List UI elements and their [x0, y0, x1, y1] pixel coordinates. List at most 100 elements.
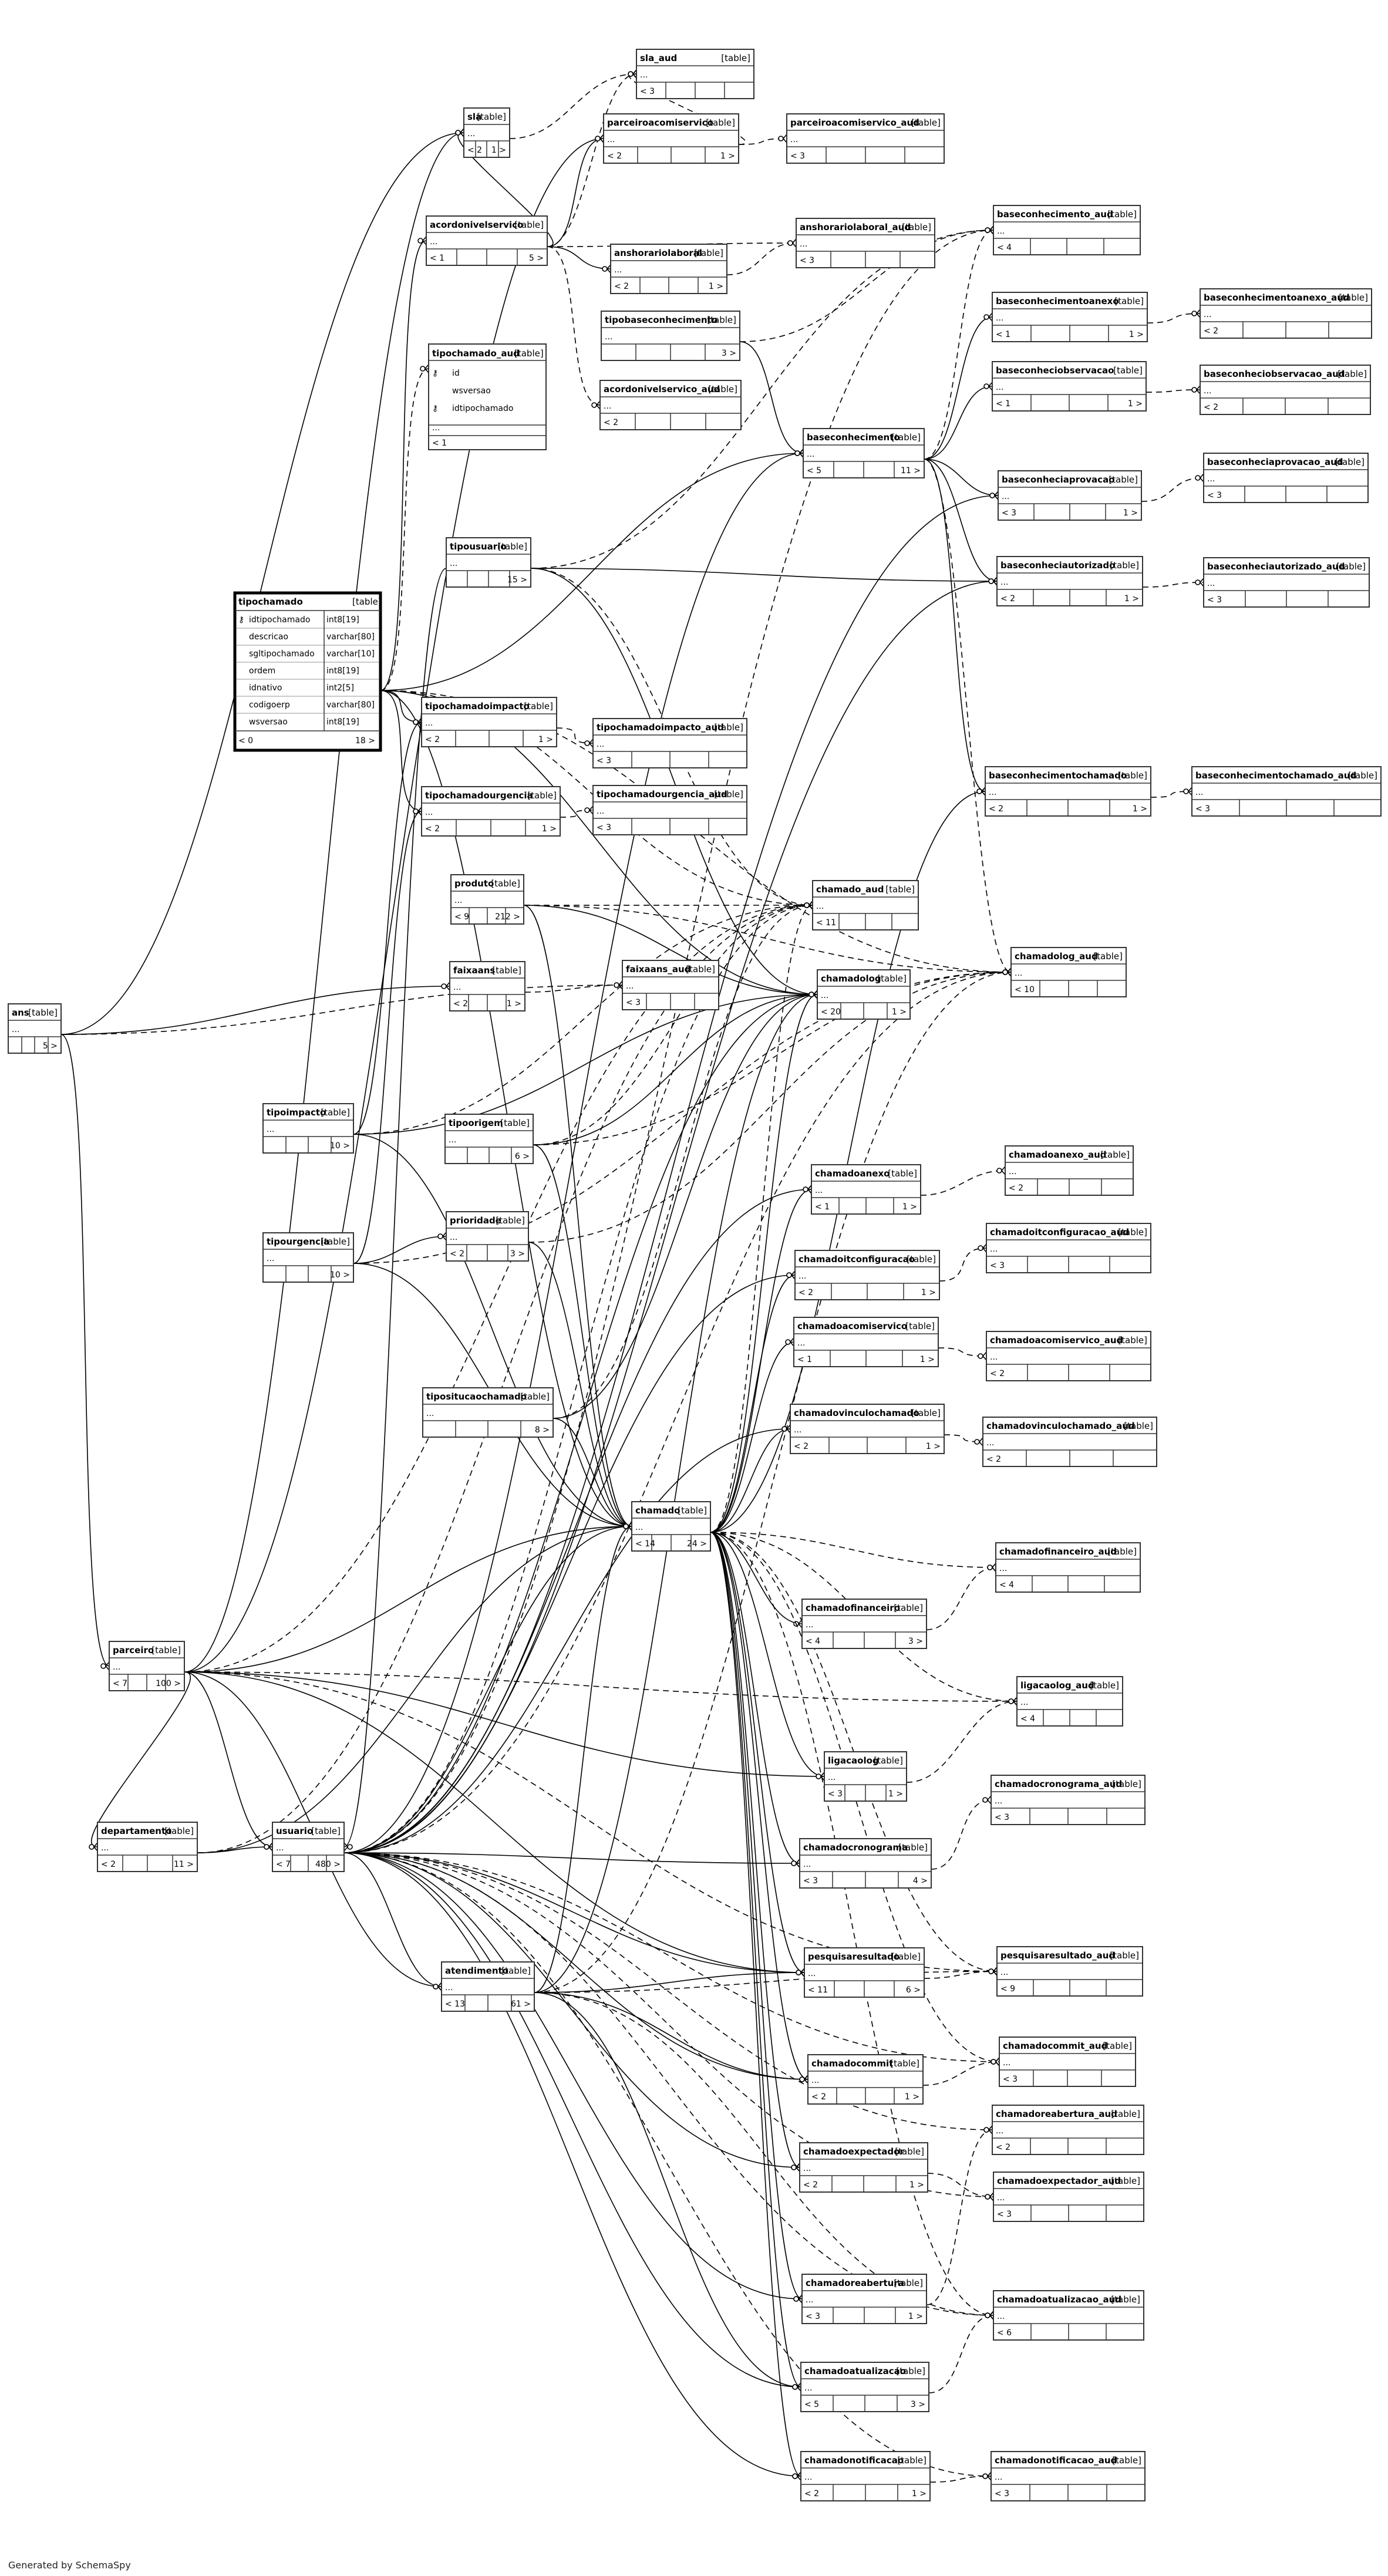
- table-ellipsis: ...: [990, 1353, 998, 1362]
- table-tipochamado_aud[interactable]: tipochamado_aud [table] ⚷idwsversao⚷idti…: [428, 343, 547, 450]
- table-baseconhecimentoanexo_aud[interactable]: baseconhecimentoanexo_aud[table]...< 2: [1200, 288, 1372, 339]
- parent-count: < 2: [794, 1442, 808, 1451]
- edge-tipositucaochamado-to-chamado_aud: [552, 905, 813, 1419]
- table-name: chamadocommit_aud: [1003, 2041, 1107, 2051]
- table-tipositucaochamado[interactable]: tipositucaochamado[table]...8 >: [422, 1387, 554, 1438]
- table-tipochamadourgencia_aud[interactable]: tipochamadourgencia_aud[table]...< 3: [592, 785, 747, 835]
- table-baseconhecimentochamado_aud[interactable]: baseconhecimentochamado_aud[table]...< 3: [1191, 766, 1382, 817]
- table-pesquisaresultado_aud[interactable]: pesquisaresultado_aud[table]...< 9: [996, 1946, 1143, 1997]
- table-tipoimpacto[interactable]: tipoimpacto[table]...10 >: [262, 1103, 354, 1154]
- table-type: [table]: [1107, 1546, 1137, 1557]
- table-anshorariolaboral_aud[interactable]: anshorariolaboral_aud[table]...< 3: [796, 218, 935, 268]
- edge-chamadoreabertura-to-chamadoreabertura_aud: [926, 2129, 993, 2305]
- table-ellipsis: ...: [626, 982, 634, 991]
- edge-atendimento-to-chamadoatualizacao: [534, 1992, 801, 2388]
- column-name: id: [452, 369, 460, 378]
- edge-acordonivelservico-to-parceiroacorniservico: [547, 138, 604, 247]
- edge-chamado-to-chamadovinculochamado: [710, 1428, 791, 1533]
- table-tipobaseconhecimento[interactable]: tipobaseconhecimento[table]...3 >: [601, 311, 740, 361]
- parent-count: < 2: [803, 2180, 818, 2190]
- table-ellipsis: ...: [821, 991, 828, 1000]
- table-chamadolog_aud[interactable]: chamadolog_aud[table]...< 10: [1010, 947, 1127, 997]
- table-acordonivelservico_aud[interactable]: acordonivelservico_aud[table]...< 2: [599, 380, 742, 430]
- table-ellipsis: ...: [425, 719, 433, 728]
- table-baseconhecautorizado_aud[interactable]: baseconheciautorizado_aud[table]...< 3: [1203, 557, 1370, 608]
- table-tipourgencia[interactable]: tipourgencia[table]...10 >: [262, 1232, 354, 1283]
- table-name: chamadoitconfiguracao_aud: [990, 1227, 1129, 1238]
- table-baseconhecaprovacao_aud[interactable]: baseconheciaprovacao_aud[table]...< 3: [1203, 453, 1369, 503]
- table-chamadocommit_aud[interactable]: chamadocommit_aud[table]...< 3: [999, 2036, 1136, 2087]
- table-chamadoreabertura_aud[interactable]: chamadoreabertura_aud[table]...< 2: [992, 2105, 1144, 2155]
- table-tipochamadoimpacto_aud[interactable]: tipochamadoimpacto_aud[table]...< 3: [592, 718, 747, 768]
- table-faixaans_aud[interactable]: faixaans_aud[table]...< 3: [622, 960, 719, 1010]
- table-sla_aud[interactable]: sla_aud[table]...< 3: [636, 49, 754, 99]
- table-type: [table]: [1118, 1335, 1147, 1346]
- table-name: tipochamado_aud: [432, 348, 520, 359]
- table-type: [table]: [1348, 770, 1377, 781]
- parent-count: < 3: [995, 1813, 1009, 1822]
- table-chamadoanexo_aud[interactable]: chamadoanexo_aud[table]...< 2: [1005, 1145, 1134, 1196]
- table-ans[interactable]: ans[table]...5 >: [8, 1003, 62, 1054]
- table-name: parceiro: [113, 1645, 154, 1655]
- table-parceiroacorniservico_aud[interactable]: parceiroacomiservico_aud[table]...< 3: [786, 113, 945, 164]
- table-chamadoexpectador_aud[interactable]: chamadoexpectador_aud[table]...< 3: [993, 2172, 1144, 2222]
- table-chamadofinanceiro_aud[interactable]: chamadofinanceiro_aud[table]...< 4: [995, 1542, 1141, 1593]
- edge-tipoorigem-to-chamado_aud: [533, 905, 813, 1145]
- table-chamadoatualizacao_aud[interactable]: chamadoatualizacao_aud[table]...< 6: [993, 2290, 1144, 2341]
- table-chamado_aud[interactable]: chamado_aud[table]...< 11: [812, 880, 919, 930]
- edge-parceiro-to-chamado: [184, 1526, 632, 1673]
- crowfoot-marker-icon: [816, 1773, 821, 1779]
- table-chamadocronograma_aud[interactable]: chamadocronograma_aud[table]...< 3: [991, 1775, 1146, 1825]
- crowfoot-marker-icon: [420, 366, 426, 372]
- parent-count: < 2: [607, 151, 622, 161]
- table-tipousuario[interactable]: tipousuario[table]...15 >: [446, 537, 531, 588]
- table-chamadovinculochamado_aud[interactable]: chamadovinculochamado_aud[table]...< 2: [982, 1417, 1157, 1467]
- table-type: [table]: [491, 878, 520, 889]
- table-chamadonotificacao_aud[interactable]: chamadonotificacao_aud[table]...< 3: [991, 2451, 1146, 2501]
- table-ligacaolog_aud[interactable]: ligacaolog_aud[table]...< 4: [1016, 1676, 1123, 1727]
- table-tipoorigem[interactable]: tipoorigem[table]...6 >: [444, 1114, 534, 1164]
- table-chamadoacorniservico_aud[interactable]: chamadoacomiservico_aud[table]...< 2: [986, 1331, 1151, 1381]
- child-count: 1 >: [507, 999, 521, 1009]
- table-baseconhecobservacao_aud[interactable]: baseconheciobservacao_aud[table]...< 2: [1200, 365, 1371, 415]
- edge-atendimento-to-chamadolog: [534, 994, 818, 1993]
- crowfoot-marker-icon: [268, 1842, 273, 1852]
- table-chamadoitconfiguracao_aud[interactable]: chamadoitconfiguracao_aud[table]...< 3: [986, 1223, 1151, 1273]
- table-baseconhecimento_aud[interactable]: baseconhecimento_aud[table]...< 4: [993, 205, 1141, 255]
